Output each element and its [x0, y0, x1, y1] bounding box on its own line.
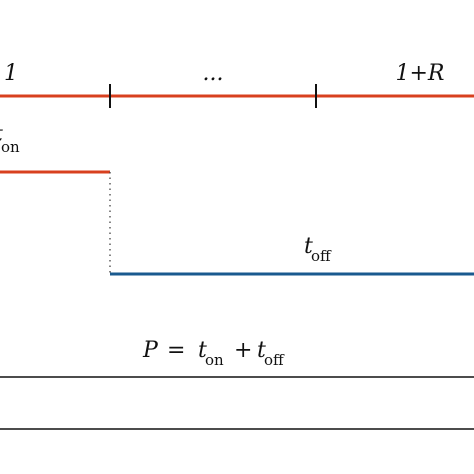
off-phase-symbol: t — [304, 234, 313, 259]
period-term1-sub: on — [205, 351, 224, 369]
timeline-start-label: 1 — [4, 61, 18, 86]
period-equation: P = t on + t off — [142, 338, 285, 369]
period-equals: = — [167, 338, 185, 363]
period-term2-symbol: t — [257, 338, 266, 363]
period-term2-sub: off — [264, 351, 285, 369]
timeline-middle-label: ... — [203, 61, 224, 86]
on-phase-symbol: t — [0, 122, 3, 147]
off-phase-subscript: off — [311, 247, 332, 265]
period-plus: + — [234, 338, 252, 363]
period-lhs: P — [142, 338, 159, 363]
on-phase-subscript: on — [1, 138, 20, 156]
period-term1-symbol: t — [198, 338, 207, 363]
timeline-end-label: 1+R — [396, 61, 445, 86]
